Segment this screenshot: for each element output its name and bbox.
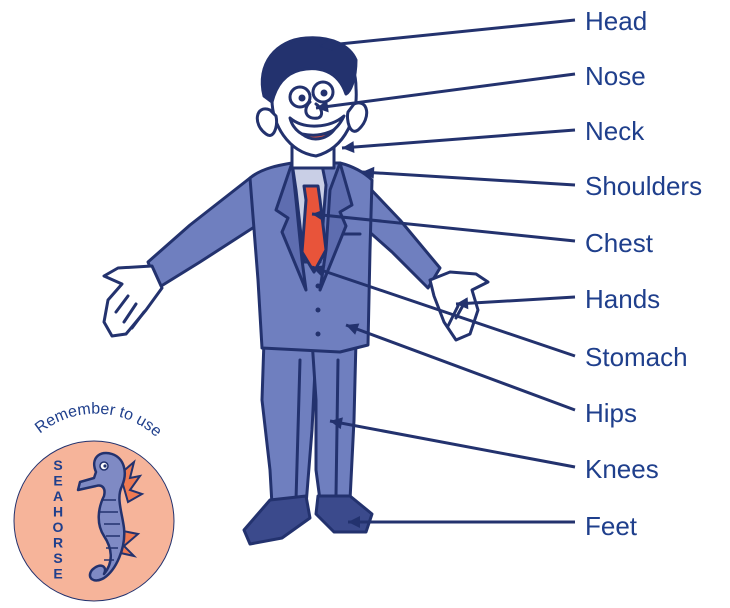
badge-letter: H (53, 504, 63, 520)
label-stomach: Stomach (585, 342, 688, 372)
label-head: Head (585, 6, 647, 36)
badge-letter: O (53, 519, 64, 535)
leader-line-neck (342, 130, 575, 148)
badge-letter: E (53, 473, 62, 489)
leader-line-shoulders (362, 172, 575, 185)
leader-line-head (320, 20, 575, 46)
badge-letter: A (53, 488, 63, 504)
label-hips: Hips (585, 398, 637, 428)
labels-group: HeadNoseNeckShouldersChestHandsStomachHi… (585, 6, 702, 541)
label-feet: Feet (585, 511, 638, 541)
label-shoulders: Shoulders (585, 171, 702, 201)
label-neck: Neck (585, 116, 645, 146)
label-hands: Hands (585, 284, 660, 314)
arrowhead-neck (342, 141, 354, 153)
right-ear (347, 103, 366, 131)
badge-letter: S (53, 550, 62, 566)
left-arm (148, 178, 262, 288)
badge-letter: E (53, 566, 62, 582)
cartoon-man-illustration (104, 38, 488, 544)
left-ear (257, 109, 276, 136)
label-knees: Knees (585, 454, 659, 484)
right-shoe (316, 496, 372, 532)
leader-line-knees (330, 421, 575, 467)
left-leg (262, 340, 316, 505)
badge-letter: S (53, 457, 62, 473)
badge-arc-text: Remember to use (32, 401, 165, 441)
badge-letter: R (53, 535, 63, 551)
left-shoe (244, 496, 310, 544)
label-nose: Nose (585, 61, 646, 91)
label-chest: Chest (585, 228, 654, 258)
